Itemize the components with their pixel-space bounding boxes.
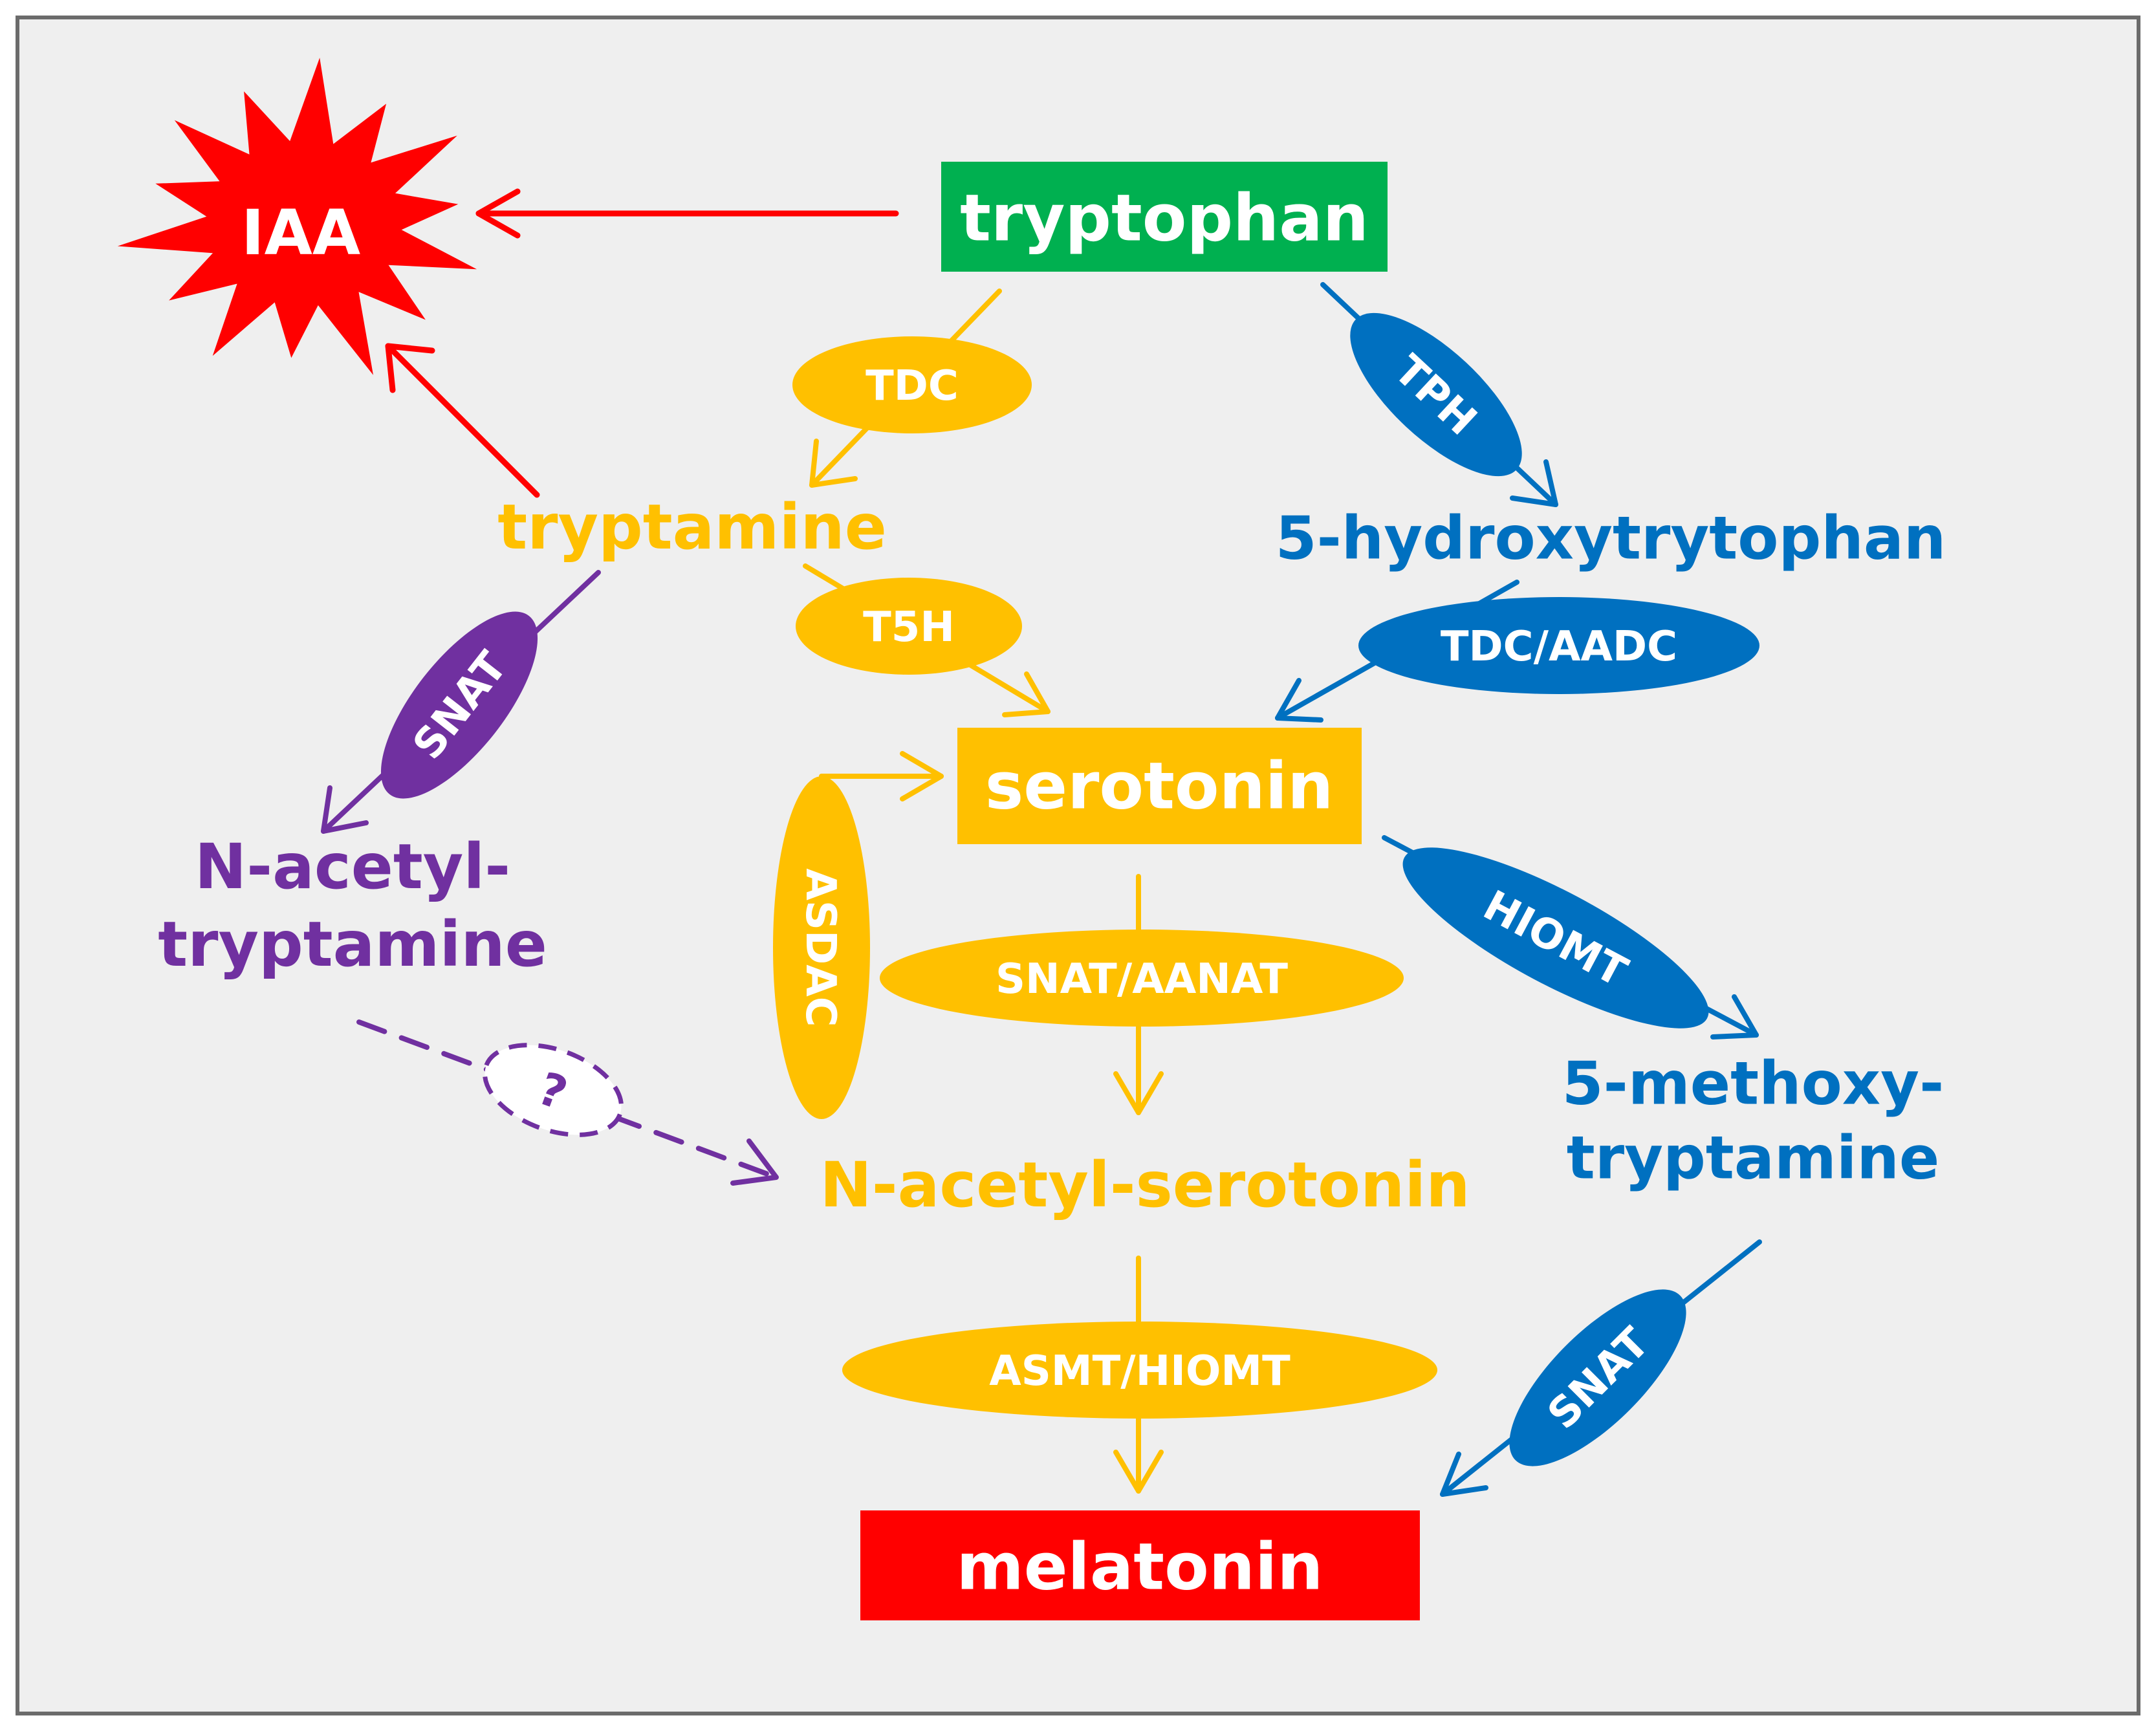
enzyme-asmt-hiomt: ASMT/HIOMT — [842, 1322, 1437, 1419]
n-acetyl-serotonin-label: N-acetyl-serotonin — [820, 1149, 1470, 1221]
tryptophan-node: tryptophan — [941, 162, 1388, 272]
melatonin-label: melatonin — [957, 1529, 1323, 1605]
enzyme-snat-purple-shape — [380, 611, 538, 799]
serotonin-label: serotonin — [985, 748, 1334, 824]
enzyme-snat-aanat-label: SNAT/AANAT — [996, 955, 1288, 1003]
arrow-tryptamine-to-iaa — [385, 343, 540, 498]
enzyme-t5h-label: T5H — [863, 604, 955, 651]
diagram-frame — [16, 16, 2140, 1715]
n-acetyl-tryptamine-label-line2: tryptamine — [158, 908, 547, 981]
enzyme-tdc-aadc: TDC/AADC — [1358, 597, 1759, 694]
arrow-tryptophan-to-iaa — [475, 188, 899, 239]
iaa-burst-shape — [117, 58, 477, 375]
enzyme-asmt-hiomt-shape — [842, 1322, 1437, 1419]
methoxytryptamine-label-line2: tryptamine — [1567, 1124, 1940, 1193]
serotonin-box — [957, 728, 1362, 844]
tryptophan-label: tryptophan — [960, 180, 1369, 256]
enzyme-snat-purple: SNAT — [380, 611, 538, 799]
enzyme-tdc-label: TDC — [866, 362, 959, 410]
enzyme-tdc: TDC — [792, 336, 1032, 433]
enzyme-t5h: T5H — [796, 578, 1022, 675]
serotonin-node: serotonin — [957, 728, 1362, 844]
hydroxytryptophan-label: 5-hydroxytrytophan — [1276, 504, 1946, 573]
enzyme-snat-aanat-shape — [880, 930, 1404, 1027]
n-acetyl-tryptamine-label-line1: N-acetyl- — [195, 831, 510, 903]
enzyme-asdac-label: ASDAC — [796, 868, 844, 1027]
iaa-label: IAA — [241, 197, 360, 269]
enzyme-asmt-hiomt-label: ASMT/HIOMT — [989, 1347, 1290, 1395]
enzyme-snat-aanat: SNAT/AANAT — [880, 930, 1404, 1027]
arrow-n-acetyl-tryptamine-to-n-acetyl-serotonin — [356, 1019, 779, 1186]
melatonin-box — [860, 1510, 1420, 1620]
enzyme-hiomt-shape — [1402, 847, 1709, 1029]
iaa-node: IAA — [117, 58, 477, 375]
enzyme-tdc-shape — [792, 336, 1032, 433]
enzyme-tph-shape — [1350, 312, 1522, 477]
enzyme-asdac: ASDAC — [773, 776, 870, 1119]
melatonin-node: melatonin — [860, 1510, 1420, 1620]
enzyme-tdc-aadc-label: TDC/AADC — [1441, 623, 1677, 671]
enzyme-asdac-shape — [773, 776, 870, 1119]
enzyme-t5h-shape — [796, 578, 1022, 675]
tryptamine-label: tryptamine — [497, 491, 887, 563]
enzyme-tdc-aadc-shape — [1358, 597, 1759, 694]
methoxytryptamine-label-line1: 5-methoxy- — [1562, 1049, 1944, 1118]
tryptophan-box — [941, 162, 1388, 272]
enzyme-snat-blue-shape — [1509, 1289, 1686, 1466]
